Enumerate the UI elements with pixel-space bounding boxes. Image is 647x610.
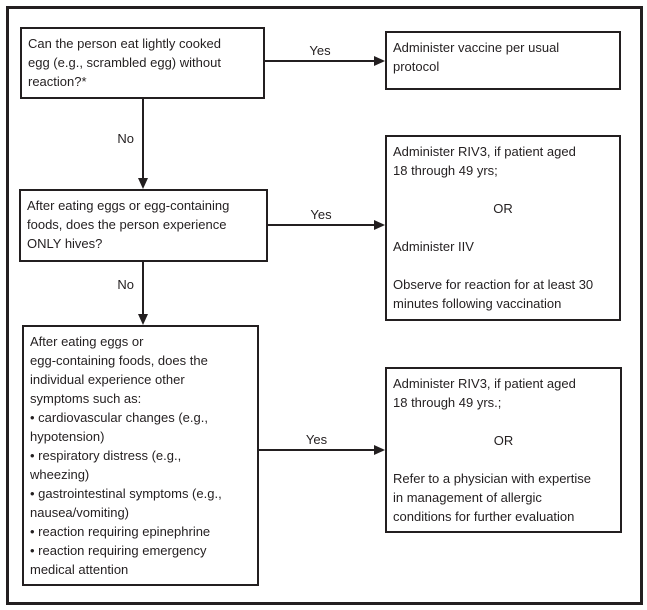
- or-separator: OR: [493, 433, 514, 448]
- arrowhead-down-icon: [138, 314, 148, 325]
- arrow-line-yes-3: [259, 449, 374, 451]
- arrow-line-no-2: [142, 262, 144, 315]
- arrow-line-yes-2: [268, 224, 374, 226]
- outcome-text-iiv: Administer IIV: [393, 239, 474, 254]
- arrowhead-right-icon: [374, 220, 385, 230]
- arrowhead-right-icon: [374, 445, 385, 455]
- edge-label-yes-2: Yes: [310, 207, 332, 222]
- edge-label-yes-1: Yes: [309, 43, 331, 58]
- outer-border: [6, 6, 643, 605]
- arrowhead-right-icon: [374, 56, 385, 66]
- edge-label-no-2: No: [117, 277, 134, 292]
- arrow-line-no-1: [142, 99, 144, 179]
- arrow-line-yes-1: [265, 60, 375, 62]
- or-separator: OR: [493, 201, 513, 216]
- edge-label-no-1: No: [117, 131, 134, 146]
- arrowhead-down-icon: [138, 178, 148, 189]
- edge-label-yes-3: Yes: [305, 432, 328, 447]
